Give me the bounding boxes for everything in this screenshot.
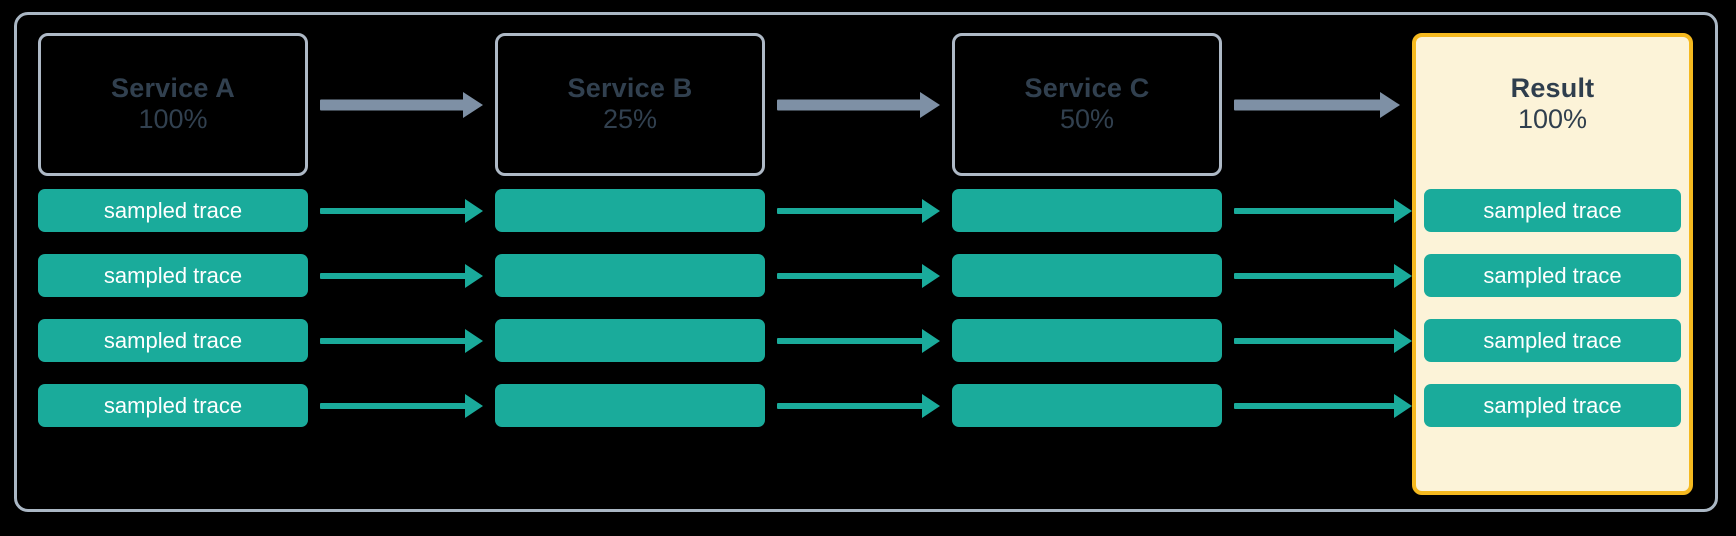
- node-service-c[interactable]: Service C 50%: [952, 33, 1222, 176]
- trace-bar[interactable]: [495, 189, 765, 232]
- trace-bar[interactable]: sampled trace: [1424, 319, 1681, 362]
- trace-arrow: [1234, 264, 1412, 288]
- trace-label: sampled trace: [103, 327, 243, 353]
- trace-bar[interactable]: [952, 319, 1222, 362]
- trace-label: sampled trace: [1483, 392, 1622, 418]
- node-percent: 25%: [602, 104, 658, 135]
- trace-bar[interactable]: sampled trace: [38, 319, 308, 362]
- node-result[interactable]: Result 100%: [1412, 33, 1693, 176]
- trace-arrow: [320, 394, 483, 418]
- trace-bar[interactable]: [952, 189, 1222, 232]
- trace-arrow: [1234, 394, 1412, 418]
- trace-bar[interactable]: [495, 384, 765, 427]
- node-title: Service B: [567, 72, 693, 103]
- trace-arrow: [320, 329, 483, 353]
- trace-label: sampled trace: [1483, 197, 1622, 223]
- trace-arrow: [777, 394, 940, 418]
- flow-arrow-b-to-c: [777, 92, 940, 118]
- trace-arrow: [1234, 199, 1412, 223]
- trace-arrow: [777, 199, 940, 223]
- trace-label: sampled trace: [103, 262, 243, 288]
- trace-bar[interactable]: [495, 319, 765, 362]
- trace-bar[interactable]: [952, 254, 1222, 297]
- trace-label: sampled trace: [103, 197, 243, 223]
- trace-bar[interactable]: sampled trace: [1424, 384, 1681, 427]
- trace-bar[interactable]: sampled trace: [1424, 254, 1681, 297]
- node-service-a[interactable]: Service A 100%: [38, 33, 308, 176]
- diagram-outer-frame: [14, 12, 1718, 512]
- trace-bar[interactable]: sampled trace: [38, 254, 308, 297]
- trace-arrow: [320, 264, 483, 288]
- trace-bar[interactable]: [952, 384, 1222, 427]
- trace-arrow: [777, 329, 940, 353]
- trace-label: sampled trace: [1483, 327, 1622, 353]
- trace-bar[interactable]: sampled trace: [38, 384, 308, 427]
- flow-arrow-c-to-result: [1234, 92, 1400, 118]
- trace-arrow: [320, 199, 483, 223]
- node-title: Result: [1510, 72, 1595, 103]
- trace-label: sampled trace: [103, 392, 243, 418]
- trace-bar[interactable]: [495, 254, 765, 297]
- node-percent: 100%: [138, 104, 208, 135]
- node-title: Service A: [111, 72, 235, 103]
- node-percent: 100%: [1517, 104, 1588, 135]
- node-title: Service C: [1024, 72, 1150, 103]
- trace-bar[interactable]: sampled trace: [38, 189, 308, 232]
- flow-arrow-a-to-b: [320, 92, 483, 118]
- trace-label: sampled trace: [1483, 262, 1622, 288]
- node-service-b[interactable]: Service B 25%: [495, 33, 765, 176]
- trace-bar[interactable]: sampled trace: [1424, 189, 1681, 232]
- node-percent: 50%: [1059, 104, 1115, 135]
- trace-arrow: [1234, 329, 1412, 353]
- trace-arrow: [777, 264, 940, 288]
